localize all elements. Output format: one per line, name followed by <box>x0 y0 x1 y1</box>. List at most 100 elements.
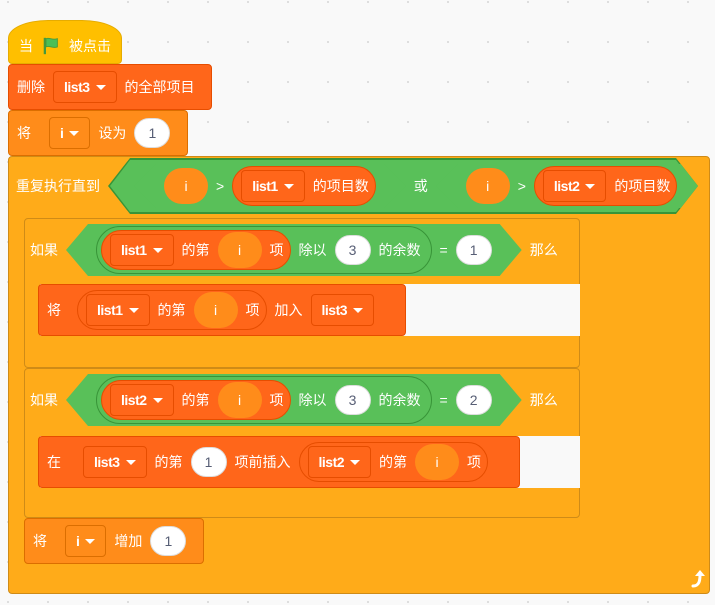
if-1-header: 如果 list1 的第 i 项 除以 3 的余数 = 1 那么 <box>30 222 558 278</box>
list-length-reporter[interactable]: list2 的项目数 <box>534 166 678 206</box>
hat-prefix: 当 <box>19 38 33 54</box>
operator-symbol: > <box>216 178 225 194</box>
divisor-input[interactable]: 3 <box>335 235 371 265</box>
chevron-down-icon <box>125 459 136 465</box>
delete-suffix: 的全部项目 <box>124 79 195 95</box>
list-length-reporter[interactable]: list1 的项目数 <box>232 166 376 206</box>
item-of-label: 的第 <box>181 242 210 258</box>
equals-block[interactable]: list1 的第 i 项 除以 3 的余数 = 1 <box>66 224 522 276</box>
list-name: list1 <box>121 242 147 258</box>
item-label: 项 <box>245 302 260 318</box>
list-name: list3 <box>64 79 90 95</box>
variable-reporter[interactable]: i <box>466 168 510 204</box>
item-label: 项 <box>467 454 482 470</box>
variable-reporter[interactable]: i <box>218 382 262 418</box>
position-input[interactable]: 1 <box>190 447 227 477</box>
list-dropdown[interactable]: list2 <box>110 384 174 416</box>
length-suffix: 的项目数 <box>312 178 369 194</box>
list-name: list3 <box>94 454 120 470</box>
list-name: list2 <box>318 454 345 470</box>
repeat-until-label: 重复执行直到 <box>16 178 100 194</box>
set-to-label: 设为 <box>98 125 127 141</box>
set-variable-block[interactable]: 将 i 设为 1 <box>8 110 188 156</box>
list-dropdown[interactable]: list3 <box>53 71 117 103</box>
list-dropdown[interactable]: list2 <box>543 170 607 202</box>
if-2-header: 如果 list2 的第 i 项 除以 3 的余数 = 2 那么 <box>30 372 558 428</box>
variable-name: i <box>60 125 64 141</box>
list-dropdown[interactable]: list1 <box>241 170 305 202</box>
compare-value-input[interactable]: 2 <box>456 385 492 415</box>
greater-than-block-2[interactable]: i > list2 的项目数 <box>436 164 708 208</box>
list-name: list1 <box>252 178 278 194</box>
set-label: 将 <box>17 125 31 141</box>
remainder-label: 的余数 <box>378 392 421 408</box>
operator-symbol: > <box>517 178 526 194</box>
if-label: 如果 <box>30 392 58 408</box>
list-dropdown[interactable]: list1 <box>86 294 150 326</box>
repeat-until-header: 重复执行直到 i > list1 的项目数 或 i > list2 的项目数 <box>16 158 698 214</box>
hat-suffix: 被点击 <box>69 38 111 54</box>
then-label: 那么 <box>529 392 558 408</box>
or-operator-block[interactable]: i > list1 的项目数 或 i > list2 的项目数 <box>108 158 698 214</box>
mod-label: 除以 <box>298 242 327 258</box>
item-of-label: 的第 <box>379 454 408 470</box>
item-of-label: 的第 <box>154 454 183 470</box>
list-dropdown[interactable]: list1 <box>110 234 174 266</box>
change-variable-block[interactable]: 将 i 增加 1 <box>24 518 204 564</box>
then-label: 那么 <box>529 242 558 258</box>
list-dropdown[interactable]: list2 <box>307 446 372 478</box>
add-item-to-list-block[interactable]: 将 list1 的第 i 项 加入 list3 <box>38 284 406 336</box>
item-of-list-reporter[interactable]: list2 的第 i 项 <box>101 380 291 420</box>
chevron-down-icon <box>585 184 595 189</box>
compare-value-input[interactable]: 1 <box>456 235 492 265</box>
variable-reporter[interactable]: i <box>415 444 460 480</box>
item-of-list-reporter[interactable]: list2 的第 i 项 <box>298 442 489 482</box>
chevron-down-icon <box>69 130 80 136</box>
chevron-down-icon <box>85 538 96 544</box>
insert-at-label: 在 <box>47 454 61 470</box>
item-of-label: 的第 <box>157 302 186 318</box>
list-name: list3 <box>321 302 348 318</box>
or-label: 或 <box>413 178 428 194</box>
list-dropdown[interactable]: list3 <box>83 446 147 478</box>
add-label: 将 <box>47 302 61 318</box>
greater-than-block-1[interactable]: i > list1 的项目数 <box>134 164 406 208</box>
chevron-down-icon <box>153 398 163 403</box>
chevron-down-icon <box>95 84 106 90</box>
delete-all-of-list-block[interactable]: 删除 list3 的全部项目 <box>8 64 212 110</box>
variable-name: i <box>76 533 80 549</box>
remainder-label: 的余数 <box>378 242 421 258</box>
variable-reporter[interactable]: i <box>218 232 262 268</box>
length-suffix: 的项目数 <box>614 178 671 194</box>
change-by-label: 增加 <box>114 533 143 549</box>
equals-symbol: = <box>439 242 448 258</box>
chevron-down-icon <box>284 184 294 189</box>
item-of-list-reporter[interactable]: list1 的第 i 项 <box>77 290 267 330</box>
insert-item-in-list-block[interactable]: 在 list3 的第 1 项前插入 list2 的第 i 项 <box>38 436 520 488</box>
variable-reporter[interactable]: i <box>193 292 238 328</box>
list-name: list1 <box>97 302 123 318</box>
delete-label: 删除 <box>17 79 45 95</box>
set-value-input[interactable]: 1 <box>134 118 171 148</box>
target-list-dropdown[interactable]: list3 <box>310 294 375 326</box>
variable-dropdown[interactable]: i <box>65 525 107 557</box>
list-name: list2 <box>553 178 580 194</box>
when-flag-clicked-block[interactable]: 当 被点击 <box>8 20 122 64</box>
if-label: 如果 <box>30 242 58 258</box>
repeat-arrow-icon <box>687 568 707 590</box>
item-label: 项 <box>269 392 284 408</box>
chevron-down-icon <box>153 248 163 253</box>
chevron-down-icon <box>128 307 139 313</box>
insert-before-label: 项前插入 <box>234 454 291 470</box>
item-of-list-reporter[interactable]: list1 的第 i 项 <box>101 230 291 270</box>
equals-symbol: = <box>439 392 448 408</box>
list-name: list2 <box>121 392 147 408</box>
variable-dropdown[interactable]: i <box>49 117 91 149</box>
variable-reporter[interactable]: i <box>164 168 208 204</box>
divisor-input[interactable]: 3 <box>335 385 371 415</box>
equals-block[interactable]: list2 的第 i 项 除以 3 的余数 = 2 <box>66 374 522 426</box>
change-value-input[interactable]: 1 <box>150 526 187 556</box>
mod-block[interactable]: list2 的第 i 项 除以 3 的余数 <box>96 376 432 424</box>
mod-block[interactable]: list1 的第 i 项 除以 3 的余数 <box>96 226 432 274</box>
chevron-down-icon <box>350 459 361 465</box>
